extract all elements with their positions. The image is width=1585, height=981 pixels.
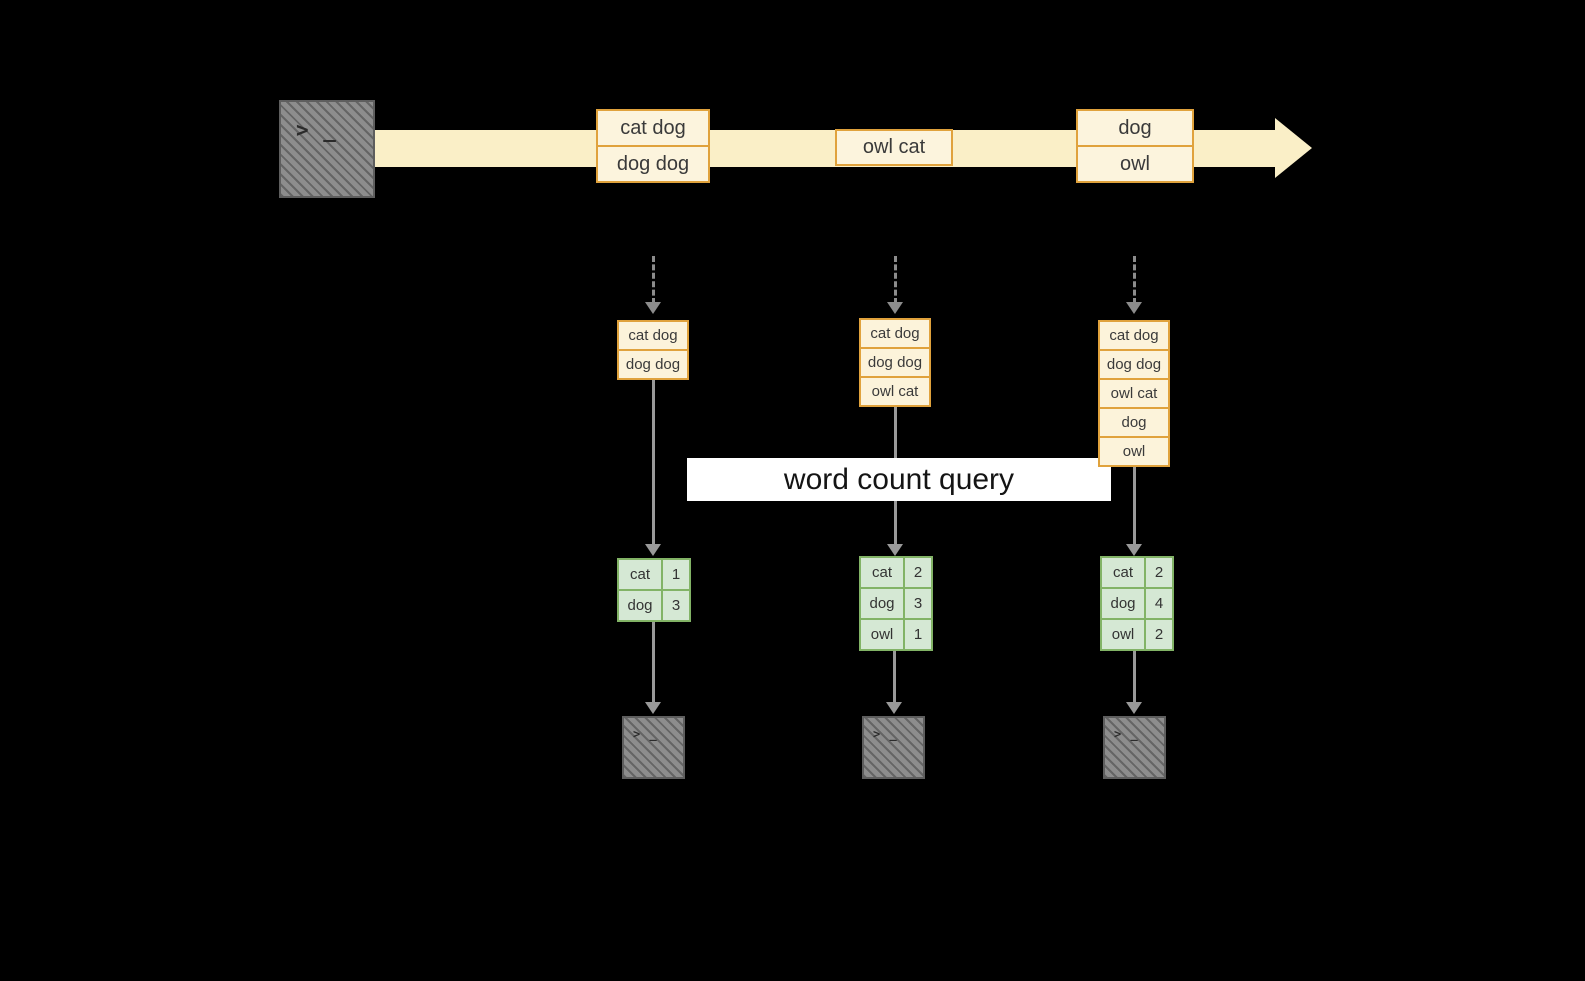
terminal-sink-icon-1: > _ <box>622 716 685 779</box>
terminal-source-icon: > _ <box>279 100 375 198</box>
arrow-head-icon <box>645 544 661 556</box>
result-word: owl <box>1102 620 1144 649</box>
state-item: cat dog <box>1098 320 1170 351</box>
query-arrow-3 <box>1126 467 1142 556</box>
arrow-shaft <box>651 256 655 304</box>
state-item: dog dog <box>617 349 689 380</box>
query-arrow-1 <box>645 380 661 556</box>
result-word: cat <box>1102 558 1144 587</box>
stream-event-2-line-1: owl cat <box>835 129 953 166</box>
result-word: dog <box>1102 589 1144 618</box>
state-item: owl cat <box>1098 378 1170 409</box>
state-stack-2: cat dog dog dog owl cat <box>859 318 931 407</box>
dashed-arrow-2 <box>887 256 903 314</box>
result-count: 2 <box>905 558 931 587</box>
dashed-arrow-1 <box>645 256 661 314</box>
result-table-3: cat 2 dog 4 owl 2 <box>1100 556 1174 651</box>
arrow-shaft <box>893 256 897 304</box>
result-count: 4 <box>1146 589 1172 618</box>
result-word: dog <box>619 591 661 620</box>
query-banner-label: word count query <box>783 462 1015 496</box>
stream-event-1-line-2: dog dog <box>596 145 710 183</box>
state-item: dog <box>1098 407 1170 438</box>
result-table-1: cat 1 dog 3 <box>617 558 691 622</box>
arrow-head-icon <box>1126 302 1142 314</box>
arrow-shaft <box>1132 467 1136 546</box>
sink-arrow-3 <box>1126 649 1142 714</box>
result-count: 2 <box>1146 558 1172 587</box>
arrow-shaft <box>1132 649 1136 704</box>
result-count: 3 <box>905 589 931 618</box>
result-word: cat <box>861 558 903 587</box>
sink-arrow-2 <box>886 649 902 714</box>
stream-event-3-line-1: dog <box>1076 109 1194 147</box>
state-stack-1: cat dog dog dog <box>617 320 689 380</box>
state-item: cat dog <box>859 318 931 349</box>
result-count: 1 <box>905 620 931 649</box>
stream-event-1-line-1: cat dog <box>596 109 710 147</box>
terminal-prompt-glyph: > _ <box>873 727 898 741</box>
sink-arrow-1 <box>645 621 661 714</box>
arrow-head-icon <box>645 702 661 714</box>
state-stack-3: cat dog dog dog owl cat dog owl <box>1098 320 1170 467</box>
result-count: 1 <box>663 560 689 589</box>
result-table-2: cat 2 dog 3 owl 1 <box>859 556 933 651</box>
result-word: owl <box>861 620 903 649</box>
state-item: dog dog <box>1098 349 1170 380</box>
stream-arrow-head-icon <box>1275 118 1312 178</box>
arrow-shaft <box>892 649 896 704</box>
result-count: 2 <box>1146 620 1172 649</box>
terminal-prompt-glyph: > _ <box>633 727 658 741</box>
arrow-head-icon <box>887 302 903 314</box>
arrow-head-icon <box>887 544 903 556</box>
terminal-prompt-glyph: > _ <box>296 118 337 142</box>
arrow-head-icon <box>1126 702 1142 714</box>
state-item: owl <box>1098 436 1170 467</box>
terminal-sink-icon-3: > _ <box>1103 716 1166 779</box>
dashed-arrow-3 <box>1126 256 1142 314</box>
arrow-shaft <box>651 621 655 704</box>
arrow-head-icon <box>1126 544 1142 556</box>
result-word: dog <box>861 589 903 618</box>
state-item: owl cat <box>859 376 931 407</box>
state-item: dog dog <box>859 347 931 378</box>
result-word: cat <box>619 560 661 589</box>
arrow-shaft <box>651 380 655 546</box>
result-count: 3 <box>663 591 689 620</box>
stream-event-3-line-2: owl <box>1076 145 1194 183</box>
terminal-prompt-glyph: > _ <box>1114 727 1139 741</box>
query-banner: word count query <box>687 458 1111 501</box>
arrow-head-icon <box>886 702 902 714</box>
terminal-sink-icon-2: > _ <box>862 716 925 779</box>
arrow-head-icon <box>645 302 661 314</box>
arrow-shaft <box>1132 256 1136 304</box>
state-item: cat dog <box>617 320 689 351</box>
